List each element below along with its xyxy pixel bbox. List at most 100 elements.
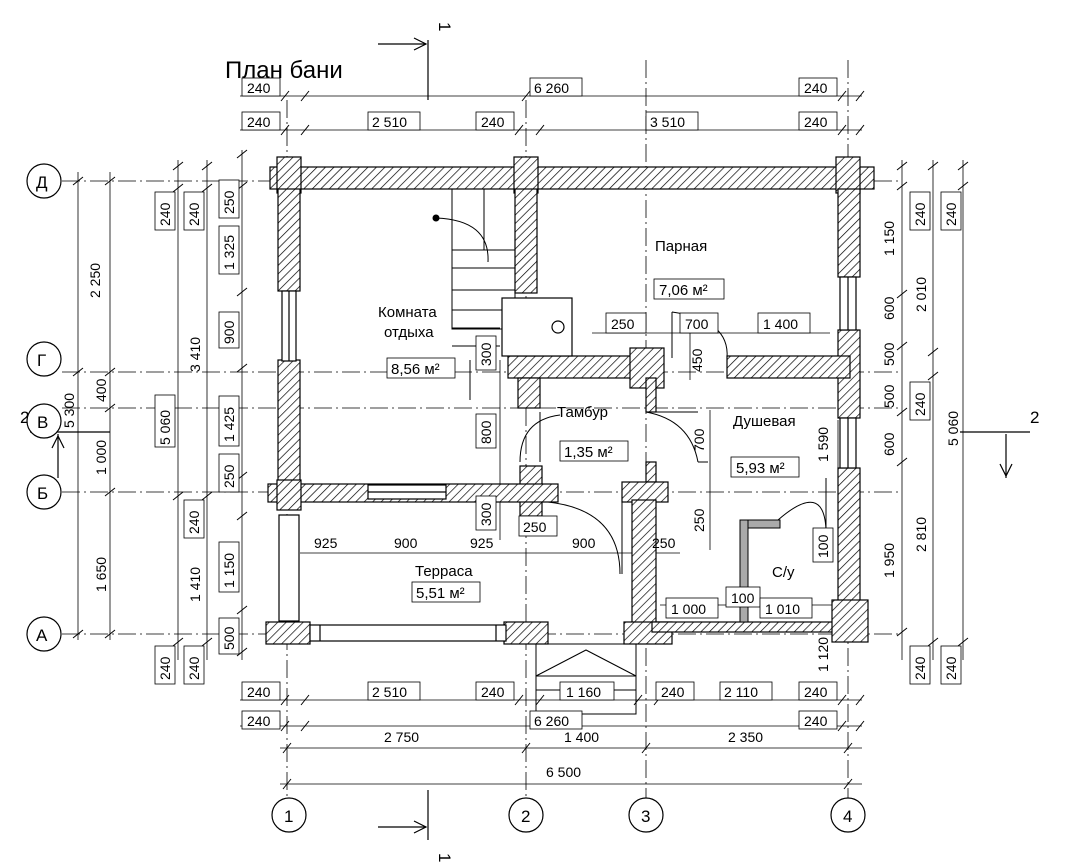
dim-left-mid-3: 5 060 <box>157 410 173 445</box>
section-mark-top <box>378 37 429 100</box>
dim-right-mid: 240 2 010 240 2 810 240 <box>909 191 931 685</box>
room-komnata-name2: отдыха <box>384 324 434 341</box>
dim-interior: 250 700 1 400 450 300 800 700 300 250 25… <box>314 312 834 619</box>
dim-right-inner-4: 600 <box>881 432 897 456</box>
dim-int-t925b: 925 <box>470 535 494 551</box>
dim-right-inner-7: 1 120 <box>815 637 831 672</box>
dim-left-inner-0: 250 <box>221 190 237 214</box>
dim-top2-3: 3 510 <box>650 114 685 130</box>
dim-int-t900: 900 <box>394 535 418 551</box>
dim-bottom-row-1: 240 2 510 240 1 160 240 2 110 240 <box>241 681 838 701</box>
room-su-name: С/у <box>772 564 795 581</box>
dim-bottom1-6: 240 <box>804 684 828 700</box>
dim-bottom-row-2: 240 6 260 240 <box>241 710 838 730</box>
dim-bottom1-3: 1 160 <box>566 684 601 700</box>
dim-right-inner-3: 500 <box>881 384 897 408</box>
dim-int-450: 450 <box>689 348 705 372</box>
dim-right-inner-5: 1 590 <box>815 427 831 462</box>
room-komnata-name1: Комната <box>378 304 437 321</box>
dim-right-outer-2: 240 <box>943 656 959 680</box>
room-komnata-area: 8,56 м² <box>391 361 440 378</box>
dim-right-mid-1: 240 <box>912 392 928 416</box>
section-mark-right <box>960 431 1030 478</box>
dim-left-mid-5: 240 <box>157 656 173 680</box>
dim-right-outer-0: 240 <box>943 202 959 226</box>
room-parnaya-name: Парная <box>655 238 707 255</box>
dim-int-s1000: 1 000 <box>671 601 706 617</box>
dim-bottom3-2: 2 350 <box>728 729 763 745</box>
dim-left-mid-0: 240 <box>157 202 173 226</box>
axis-bubbles <box>26 163 866 833</box>
section-label-left: 2 <box>20 408 29 427</box>
dim-right-outer: 240 5 060 240 <box>940 191 962 685</box>
dim-top1-0: 240 <box>247 80 271 96</box>
dim-int-t250: 250 <box>652 535 676 551</box>
dim-top2-1: 2 510 <box>372 114 407 130</box>
dim-left-outer-0: 2 250 <box>87 263 103 298</box>
dim-right-outer-1: 5 060 <box>945 411 961 446</box>
section-label-bottom: 1 <box>435 853 454 862</box>
dim-int-250: 250 <box>611 316 635 332</box>
axis-label-D: Д <box>36 173 48 192</box>
dim-left-outer-3: 1 650 <box>93 557 109 592</box>
dim-left-mid: 240 3 410 5 060 1 410 240 240 240 240 <box>154 191 205 685</box>
dim-right-mid-a: 240 <box>912 202 928 226</box>
dim-int-300b: 300 <box>478 502 494 526</box>
dim-left-inner-4: 250 <box>221 464 237 488</box>
dim-right-inner-0: 1 150 <box>881 221 897 256</box>
dimension-ticks <box>72 90 969 790</box>
dim-right-inner: 1 150 600 500 500 600 1 590 1 950 1 120 <box>815 221 897 672</box>
dim-bottom3-0: 2 750 <box>384 729 419 745</box>
dim-left-inner-a-0: 240 <box>186 202 202 226</box>
dim-int-700: 700 <box>685 316 709 332</box>
stove <box>501 297 573 357</box>
dim-left-inner-6: 500 <box>221 626 237 650</box>
room-tambur-area: 1,35 м² <box>564 444 613 461</box>
axis-label-3: 3 <box>641 807 650 826</box>
dim-right-inner-6: 1 950 <box>881 543 897 578</box>
dim-top2-2: 240 <box>481 114 505 130</box>
room-parnaya-area: 7,06 м² <box>659 282 708 299</box>
dim-bottom2-2: 240 <box>804 713 828 729</box>
dim-bottom1-5: 2 110 <box>724 684 758 700</box>
dim-int-s1010: 1 010 <box>765 601 800 617</box>
dim-right-mid-2: 2 810 <box>913 517 929 552</box>
axis-label-G: Г <box>37 351 46 370</box>
section-mark-bottom <box>378 790 429 840</box>
room-terrasa-name: Терраса <box>415 563 473 580</box>
axis-label-4: 4 <box>843 807 852 826</box>
dim-left-outer-2: 1 000 <box>93 440 109 475</box>
room-dushevaya-area: 5,93 м² <box>736 460 785 477</box>
dim-int-300a: 300 <box>478 342 494 366</box>
room-terrasa-area: 5,51 м² <box>416 585 465 602</box>
room-labels: Парная 7,06 м² Комната отдыха 8,56 м² Та… <box>378 238 800 603</box>
dim-top2-0: 240 <box>247 114 271 130</box>
stairs <box>432 188 516 400</box>
dim-bottom1-0: 240 <box>247 684 271 700</box>
dim-int-s100: 100 <box>815 534 831 558</box>
dim-bottom3-1: 1 400 <box>564 729 599 745</box>
dim-top1-2: 240 <box>804 80 828 96</box>
dim-bottom1-4: 240 <box>661 684 685 700</box>
dim-left-outer: 2 250 400 1 000 1 650 5 300 <box>61 263 109 592</box>
dim-top-row-1: 240 6 260 240 <box>241 77 838 97</box>
dim-left-total: 5 300 <box>61 393 77 428</box>
section-label-top: 1 <box>435 22 454 31</box>
axis-label-A: А <box>36 626 48 645</box>
dim-int-t925a: 925 <box>314 535 338 551</box>
axis-label-1: 1 <box>284 807 293 826</box>
dim-left-inner-3: 1 425 <box>221 407 237 442</box>
dim-int-250c: 250 <box>691 508 707 532</box>
dim-right-mid-3: 240 <box>912 656 928 680</box>
dim-bottom2-0: 240 <box>247 713 271 729</box>
dim-int-900b: 900 <box>572 535 596 551</box>
dim-int-s100b: 100 <box>731 590 755 606</box>
dim-left-inner: 250 1 325 900 1 425 250 1 150 500 <box>218 179 240 655</box>
dim-bottom1-2: 240 <box>481 684 505 700</box>
axis-label-B: Б <box>37 484 48 503</box>
room-dushevaya-name: Душевая <box>733 413 796 430</box>
dim-left-inner-1: 1 325 <box>221 235 237 270</box>
dim-bottom-row-3: 2 750 1 400 2 350 6 500 <box>384 729 763 780</box>
dim-right-inner-2: 500 <box>881 342 897 366</box>
